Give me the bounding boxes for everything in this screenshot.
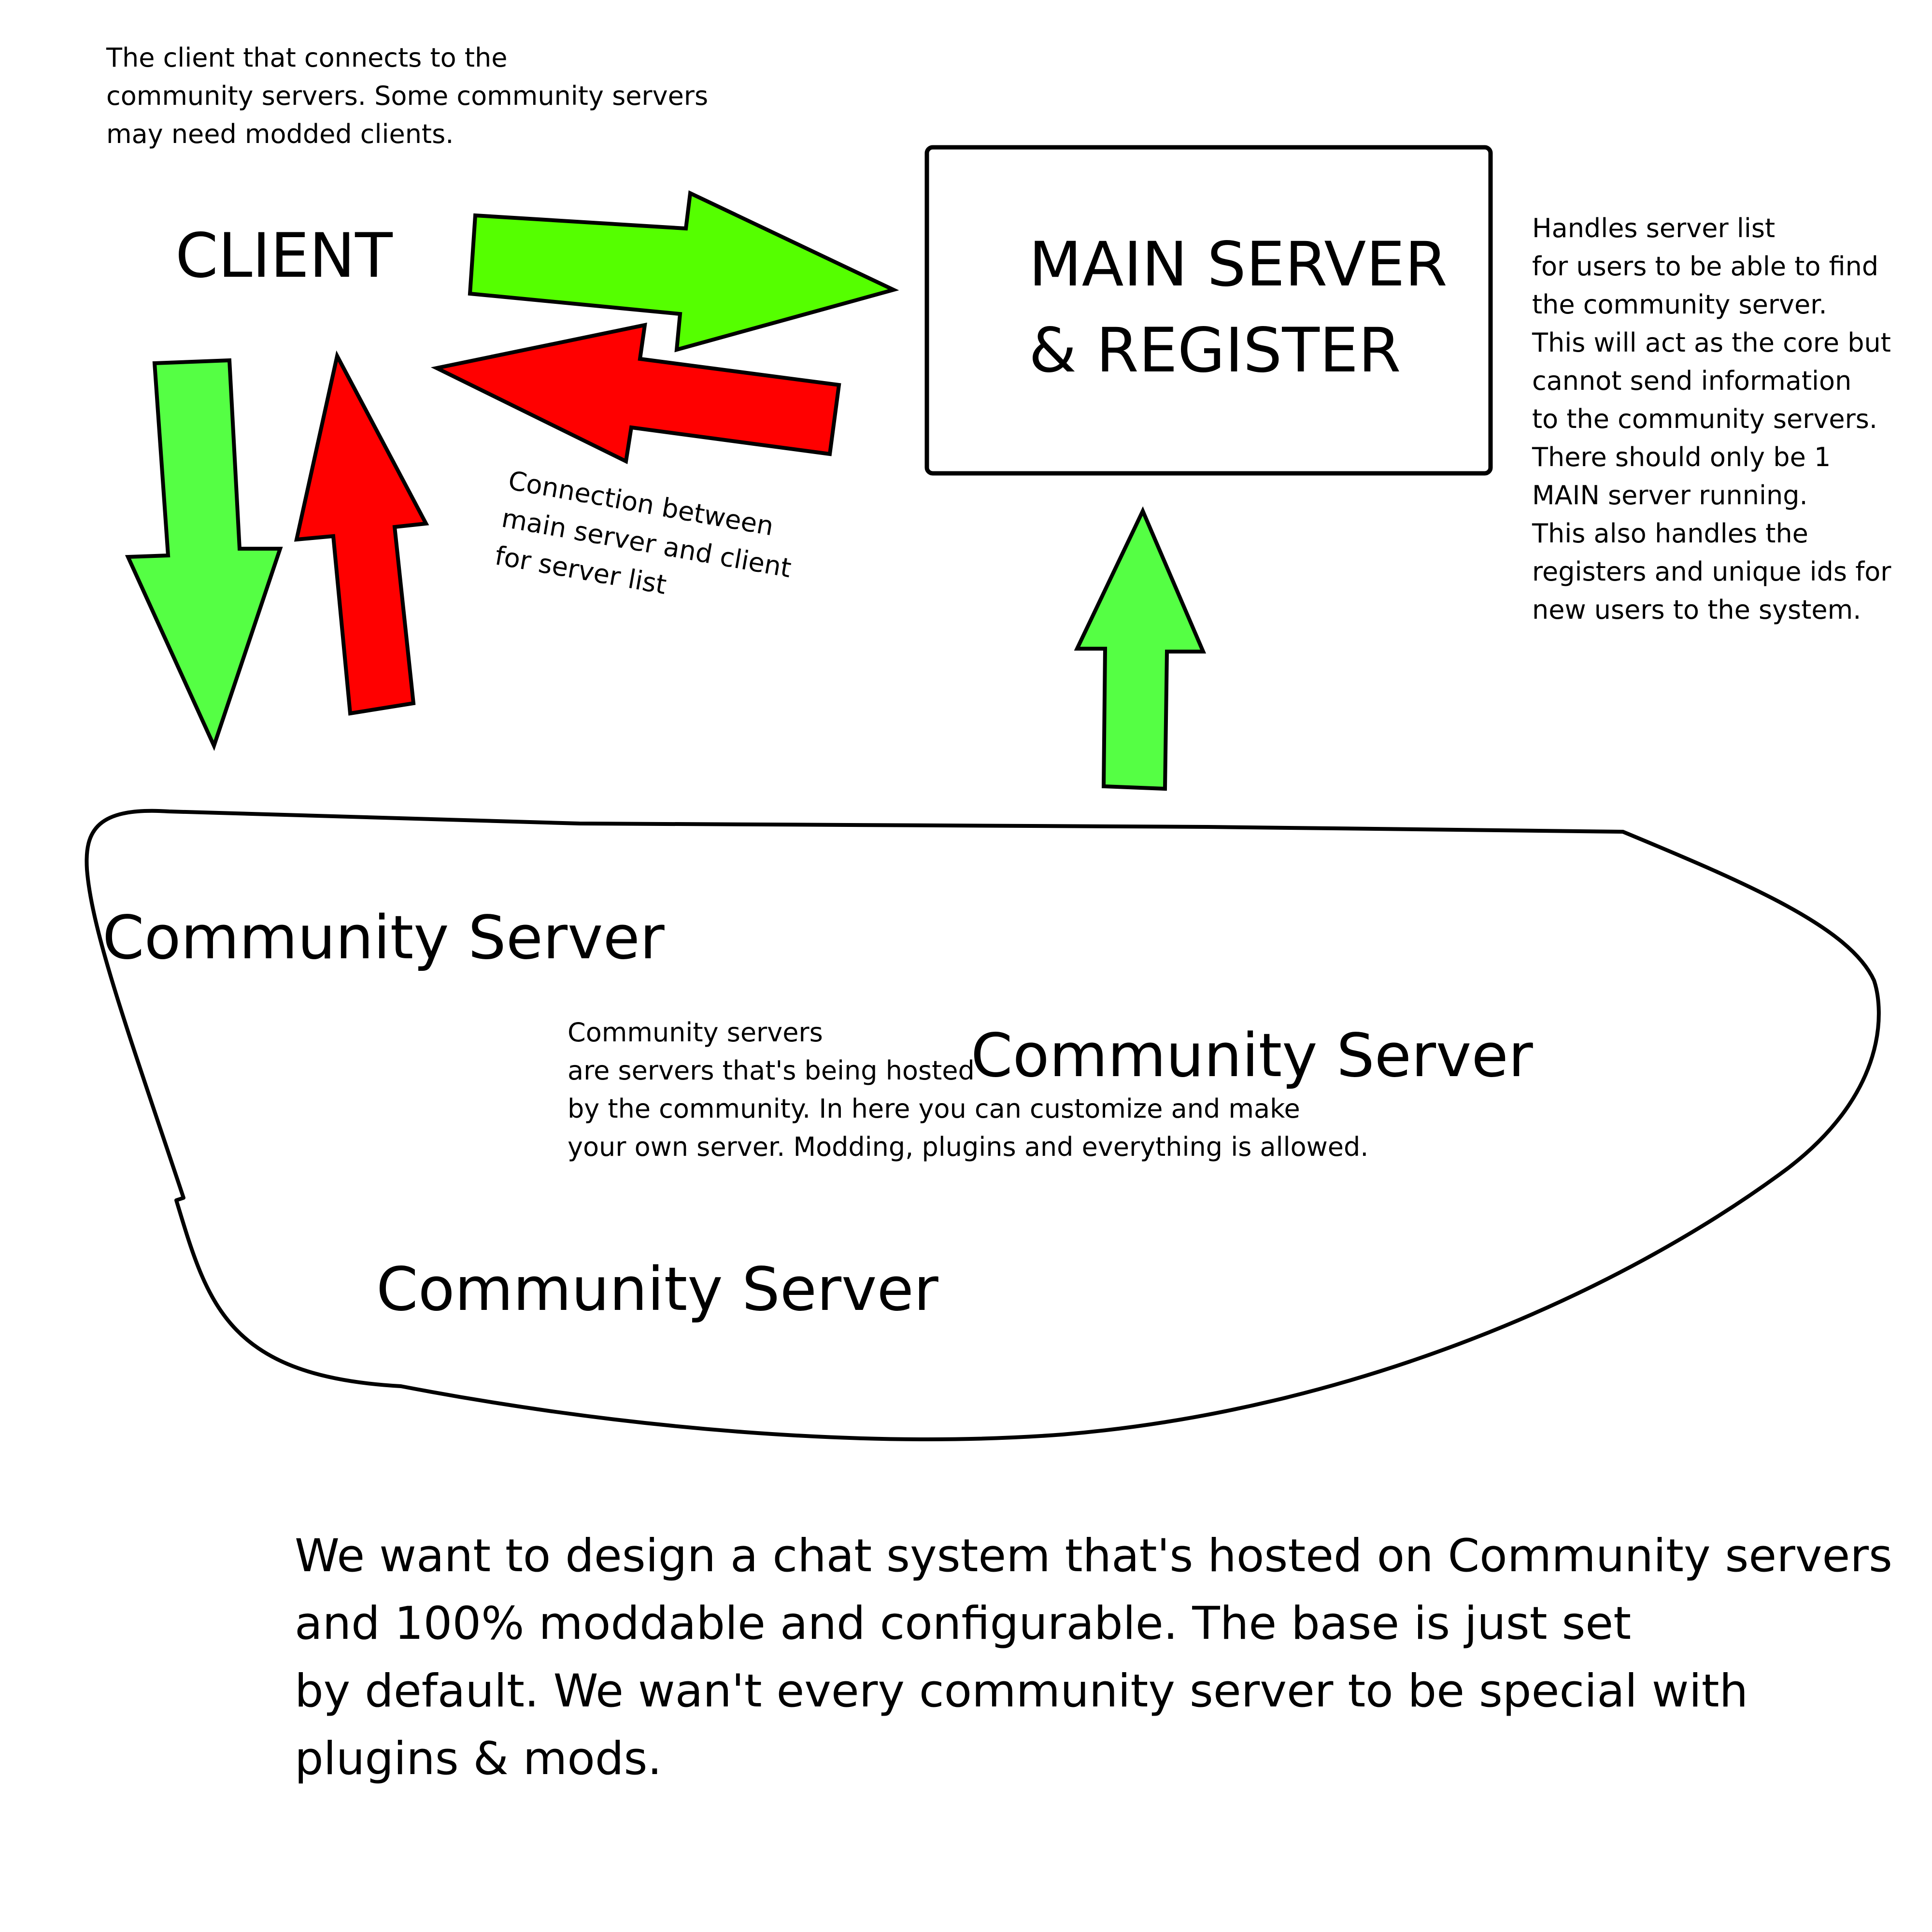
summary-line: and 100% moddable and configurable. The …	[295, 1597, 1632, 1650]
main-server-description: Handles server list for users to be able…	[1532, 209, 1891, 629]
client-description: The client that connects to the communit…	[106, 39, 708, 153]
main-server-description-line: Handles server list	[1532, 213, 1776, 243]
main-server-label: MAIN SERVER & REGISTER	[1029, 221, 1448, 393]
community-boundary	[85, 809, 1881, 1441]
main-server-description-line: the community server.	[1532, 289, 1827, 320]
summary-line: We want to design a chat system that's h…	[295, 1530, 1892, 1582]
community-description: Community servers are servers that's bei…	[568, 1013, 1368, 1166]
community-description-line: by the community. In here you can custom…	[568, 1094, 1300, 1124]
client-label: CLIENT	[175, 220, 393, 291]
community-server-label: Community Server	[971, 1021, 1533, 1091]
summary-line: plugins & mods.	[295, 1733, 662, 1785]
main-server-description-line: to the community servers.	[1532, 404, 1878, 434]
arrow-client-to-community	[125, 358, 283, 751]
community-server-label: Community Server	[376, 1255, 938, 1324]
client-description-line: community servers. Some community server…	[106, 81, 709, 111]
summary-line: by default. We wan't every community ser…	[295, 1665, 1748, 1718]
community-server-label: Community Server	[102, 903, 665, 973]
arrow-client-to-main	[468, 190, 899, 353]
main-server-description-line: cannot send information	[1532, 366, 1852, 396]
main-server-description-line: This also handles the	[1532, 518, 1808, 549]
arrow-main-to-client	[430, 322, 841, 464]
main-server-label-line: & REGISTER	[1029, 314, 1401, 386]
main-server-description-line: for users to be able to find	[1532, 251, 1879, 282]
main-server-description-line: This will act as the core but	[1532, 327, 1891, 358]
main-server-description-line: MAIN server running.	[1532, 480, 1808, 511]
main-server-label-line: MAIN SERVER	[1029, 228, 1448, 300]
main-server-description-line: registers and unique ids for	[1532, 556, 1891, 587]
arrow-community-to-main	[1074, 506, 1207, 791]
main-server-box	[924, 145, 1493, 476]
community-description-line: your own server. Modding, plugins and ev…	[568, 1132, 1369, 1162]
arrow-community-to-client	[294, 350, 429, 716]
community-description-line: are servers that's being hosted	[568, 1055, 975, 1086]
community-description-line: Community servers	[568, 1017, 823, 1048]
main-server-description-line: new users to the system.	[1532, 595, 1861, 625]
client-description-line: may need modded clients.	[106, 119, 454, 149]
summary-text: We want to design a chat system that's h…	[295, 1522, 1892, 1793]
main-server-description-line: There should only be 1	[1532, 442, 1831, 472]
client-description-line: The client that connects to the	[106, 43, 508, 73]
